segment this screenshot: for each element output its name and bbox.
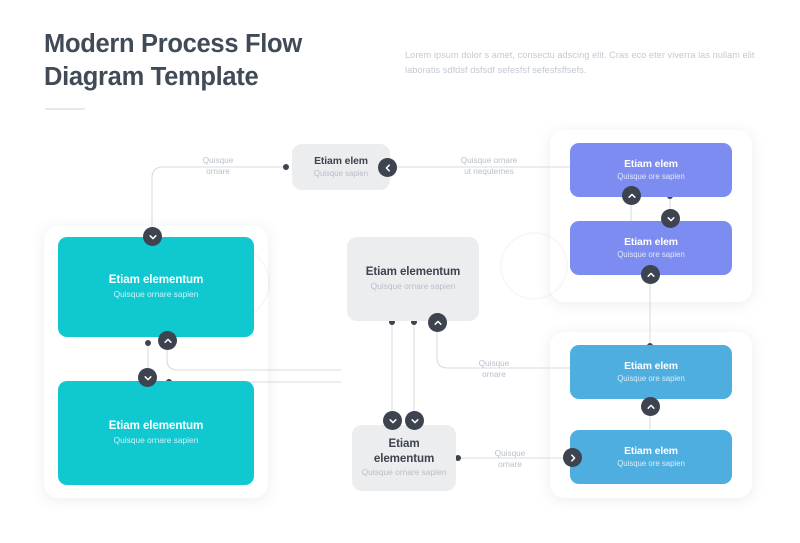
chevron-down-icon[interactable] <box>138 368 157 387</box>
node-subtitle: Quisque ore sapien <box>617 373 685 383</box>
chevron-down-icon[interactable] <box>143 227 162 246</box>
chevron-up-icon[interactable] <box>641 265 660 284</box>
node-title: Etiam elem <box>624 445 678 457</box>
node-subtitle: Quisque ore sapien <box>617 171 685 181</box>
node-title: Etiam elem <box>624 360 678 372</box>
node-left-bottom[interactable]: Etiam elementum Quisque ornare sapien <box>58 381 254 485</box>
page-title: Modern Process Flow Diagram Template <box>44 30 302 91</box>
node-subtitle: Quisque ornare sapien <box>370 280 456 291</box>
node-title: Etiam elementum <box>108 419 204 433</box>
node-title: Etiam elem <box>314 155 368 167</box>
node-title: Etiam elementum <box>373 437 435 465</box>
chevron-up-icon[interactable] <box>622 186 641 205</box>
node-left-top[interactable]: Etiam elementum Quisque ornare sapien <box>58 237 254 337</box>
node-subtitle: Quisque sapien <box>313 168 369 178</box>
node-title: Etiam elem <box>624 236 678 248</box>
chevron-down-icon[interactable] <box>383 411 402 430</box>
edge-label-bottom-right: Quisque ornare <box>494 449 526 470</box>
chevron-down-icon[interactable] <box>661 209 680 228</box>
title-divider <box>45 108 85 110</box>
node-subtitle: Quisque ore sapien <box>617 249 685 259</box>
node-title: Etiam elementum <box>108 273 204 287</box>
node-subtitle: Quisque ornare sapien <box>113 288 199 299</box>
node-bottom-center[interactable]: Etiam elementum Quisque ornare sapien <box>352 425 456 491</box>
chevron-left-icon[interactable] <box>378 158 397 177</box>
chevron-up-icon[interactable] <box>158 331 177 350</box>
node-center[interactable]: Etiam elementum Quisque ornare sapien <box>347 237 479 321</box>
node-right-bottom-2[interactable]: Etiam elem Quisque ore sapien <box>570 430 732 484</box>
page-subtitle: Lorem ipsum dolor s amet, consectu adsci… <box>405 50 755 75</box>
node-top-center[interactable]: Etiam elem Quisque sapien <box>292 144 390 190</box>
node-title: Etiam elementum <box>365 265 461 279</box>
wire-dot <box>283 164 289 170</box>
node-subtitle: Quisque ore sapien <box>617 458 685 468</box>
edge-label-top-right: Quisque ornare ut nequtemes <box>460 156 518 177</box>
chevron-down-icon[interactable] <box>405 411 424 430</box>
chevron-up-icon[interactable] <box>641 397 660 416</box>
edge-label-top-left: Quisque ornare <box>202 156 234 177</box>
node-title: Etiam elem <box>624 158 678 170</box>
node-right-bottom-1[interactable]: Etiam elem Quisque ore sapien <box>570 345 732 399</box>
chevron-up-icon[interactable] <box>428 313 447 332</box>
node-subtitle: Quisque ornare sapien <box>113 434 199 445</box>
node-right-top-1[interactable]: Etiam elem Quisque ore sapien <box>570 143 732 197</box>
node-subtitle: Quisque ornare sapien <box>361 467 447 478</box>
edge-label-mid-right: Quisque ornare <box>478 359 510 380</box>
chevron-right-icon[interactable] <box>563 448 582 467</box>
